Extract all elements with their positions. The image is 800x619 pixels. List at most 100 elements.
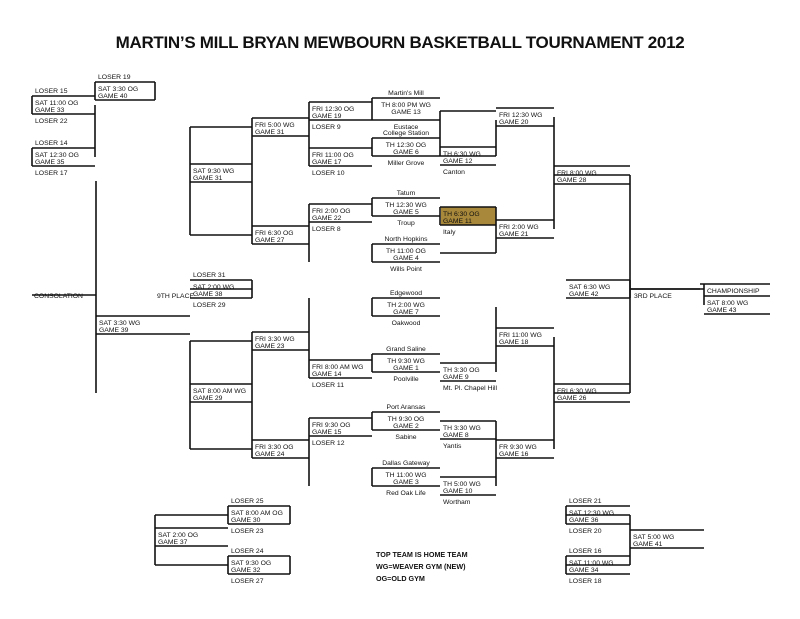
team-label: LOSER 31 (193, 272, 226, 279)
team-label: LOSER 9 (312, 124, 341, 131)
game-time: FRI 12:30 OG (312, 106, 354, 113)
game-number: GAME 2 (393, 423, 419, 430)
game-number: GAME 30 (231, 517, 261, 524)
game-number: GAME 32 (231, 567, 261, 574)
game-time: TH 11:00 OG (386, 248, 426, 255)
game-time: TH 12:30 WG (385, 202, 427, 209)
game-time: TH 11:00 WG (385, 472, 426, 479)
team-label: Troup (397, 220, 415, 227)
game-number: GAME 23 (255, 343, 285, 350)
consolation-label: CONSOLATION (34, 293, 83, 300)
team-label: Wills Point (390, 266, 422, 273)
team-label: Italy (443, 229, 456, 236)
game-time: TH 8:00 PM WG (381, 102, 431, 109)
game-time: TH 6:30 WG (443, 151, 481, 158)
team-label: Wortham (443, 499, 471, 506)
game-time: FRI 6:30 OG (255, 230, 294, 237)
game-time: SAT 5:00 WG (633, 534, 674, 541)
game-time: SAT 9:30 WG (193, 168, 234, 175)
game-number: GAME 6 (393, 149, 419, 156)
team-label: LOSER 23 (231, 528, 264, 535)
highlighted-game-box (441, 207, 496, 225)
legend-line: WG=WEAVER GYM (NEW) (376, 562, 466, 571)
game-time: FRI 8:00 AM WG (312, 364, 363, 371)
game-time: TH 2:00 WG (387, 302, 425, 309)
team-label: LOSER 14 (35, 140, 68, 147)
team-label: Martin's Mill (388, 90, 424, 97)
game-time: FRI 5:00 WG (255, 122, 295, 129)
game-number: GAME 12 (443, 158, 473, 165)
game-number: GAME 17 (312, 159, 342, 166)
team-label: Dallas Gateway (382, 460, 430, 467)
game-number: GAME 28 (557, 177, 587, 184)
game-number: GAME 5 (393, 209, 419, 216)
legend: TOP TEAM IS HOME TEAM WG=WEAVER GYM (NEW… (376, 549, 468, 585)
game-number: GAME 9 (443, 374, 469, 381)
team-label: CHAMPIONSHIP (707, 288, 760, 295)
team-label: LOSER 24 (231, 548, 264, 555)
game-number: GAME 36 (569, 517, 599, 524)
game-number: GAME 21 (499, 231, 529, 238)
game-time: FRI 8:00 WG (557, 170, 597, 177)
game-time: FRI 6:30 WG (557, 388, 597, 395)
team-label: Grand Saline (386, 346, 426, 353)
game-number: GAME 11 (443, 218, 472, 225)
game-time: TH 12:30 OG (386, 142, 426, 149)
game-number: GAME 35 (35, 159, 65, 166)
game-time: SAT 9:30 OG (231, 560, 271, 567)
game-time: SAT 11:00 WG (569, 560, 614, 567)
game-time: TH 9:30 OG (388, 416, 425, 423)
game-time: FRI 2:00 WG (499, 224, 539, 231)
game-time: SAT 8:00 AM OG (231, 510, 283, 517)
game-time: SAT 12:30 OG (35, 152, 79, 159)
game-number: GAME 18 (499, 339, 529, 346)
game-time: TH 5:00 WG (443, 481, 481, 488)
game-time: SAT 2:00 WG (193, 284, 234, 291)
game-number: GAME 34 (569, 567, 599, 574)
team-label: Yantis (443, 443, 462, 450)
team-label: LOSER 8 (312, 226, 341, 233)
team-label: LOSER 27 (231, 578, 264, 585)
game-number: GAME 40 (98, 93, 128, 100)
game-time: TH 9:30 WG (387, 358, 425, 365)
team-label: Edgewood (390, 290, 422, 297)
game-time: FRI 2:00 OG (312, 208, 351, 215)
game-number: GAME 38 (193, 291, 223, 298)
team-label: Eustace (394, 124, 419, 131)
team-label: Poolville (393, 376, 419, 383)
team-label: Mt. Pl. Chapel Hill (443, 385, 498, 392)
game-time: FRI 3:30 OG (255, 444, 294, 451)
team-label: LOSER 25 (231, 498, 264, 505)
game-number: GAME 24 (255, 451, 285, 458)
game-number: GAME 43 (707, 307, 737, 314)
team-label: LOSER 16 (569, 548, 602, 555)
game-time: SAT 2:00 OG (158, 532, 198, 539)
ninth-place-label: 9TH PLACE (157, 293, 194, 300)
team-label: LOSER 12 (312, 440, 345, 447)
game-number: GAME 15 (312, 429, 342, 436)
game-number: GAME 29 (193, 395, 223, 402)
game-number: GAME 20 (499, 119, 529, 126)
game-number: GAME 7 (393, 309, 419, 316)
team-label: Canton (443, 169, 465, 176)
team-label: LOSER 22 (35, 118, 68, 125)
team-label: Red Oak Life (386, 490, 426, 497)
game-time: SAT 3:30 OG (98, 86, 138, 93)
game-number: GAME 14 (312, 371, 342, 378)
team-label: LOSER 21 (569, 498, 602, 505)
game-time: SAT 11:00 OG (35, 100, 78, 107)
team-label: Miller Grove (388, 160, 425, 167)
game-number: GAME 16 (499, 451, 529, 458)
team-label: LOSER 20 (569, 528, 602, 535)
team-label: Oakwood (392, 320, 421, 327)
legend-line: TOP TEAM IS HOME TEAM (376, 550, 468, 559)
team-label: LOSER 29 (193, 302, 226, 309)
team-label: LOSER 15 (35, 88, 68, 95)
page-title: MARTIN’S MILL BRYAN MEWBOURN BASKETBALL … (115, 33, 685, 52)
game-time: FRI 9:30 OG (312, 422, 351, 429)
game-time: FRI 11:00 OG (312, 152, 354, 159)
game-number: GAME 8 (443, 432, 469, 439)
team-label: Port Aransas (387, 404, 427, 411)
team-label: LOSER 17 (35, 170, 68, 177)
